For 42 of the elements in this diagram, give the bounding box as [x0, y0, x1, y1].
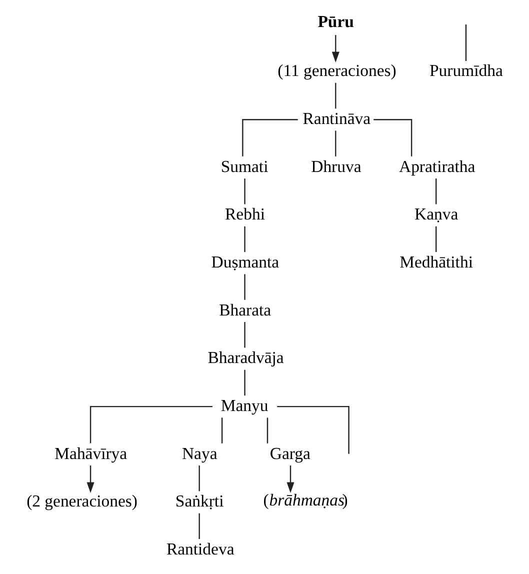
- connector: [244, 370, 246, 396]
- node-text: Pūru: [318, 12, 354, 32]
- connector: [198, 465, 200, 492]
- connector: [435, 178, 437, 204]
- connector: [374, 119, 412, 156]
- connector: [277, 406, 350, 454]
- node-text: Bharata: [219, 300, 272, 320]
- connector: [221, 418, 223, 444]
- node-text: Naya: [182, 444, 218, 463]
- node-text: Sumati: [220, 156, 268, 176]
- connector: [244, 226, 246, 252]
- connector: [244, 322, 246, 348]
- connector: [435, 226, 437, 252]
- arrow: [286, 465, 294, 493]
- connector: [90, 406, 212, 444]
- node-text: Bharadvāja: [208, 348, 284, 368]
- connector: [242, 119, 298, 156]
- node-text: Dhruva: [311, 156, 362, 176]
- node-text: Manyu: [220, 396, 268, 415]
- node-text: Saṅkṛti: [175, 492, 224, 511]
- node-text: (11 generaciones): [278, 61, 396, 80]
- connector: [335, 130, 336, 156]
- node-text: Mahāvīrya: [54, 444, 128, 463]
- node-text: Apratiratha: [399, 156, 476, 176]
- node-text: Rebhi: [225, 204, 265, 224]
- connector: [244, 274, 246, 300]
- connector: [335, 82, 336, 109]
- node-text: Rantināva: [302, 109, 371, 128]
- node-text: (brāhmaṇas): [263, 490, 348, 510]
- arrow: [86, 465, 94, 493]
- node-text: (2 generaciones): [26, 492, 138, 511]
- connector: [266, 418, 268, 444]
- connector: [244, 178, 246, 204]
- node-text: Rantideva: [166, 539, 234, 558]
- node-text: Purumīdha: [430, 61, 503, 80]
- connector: [465, 24, 467, 61]
- arrow: [332, 35, 340, 63]
- node-text: Duṣmanta: [211, 252, 280, 272]
- node-text: Medhātithi: [400, 252, 473, 272]
- node-text: Garga: [270, 444, 310, 463]
- node-text: Kaṇva: [414, 204, 458, 224]
- connector: [198, 513, 200, 539]
